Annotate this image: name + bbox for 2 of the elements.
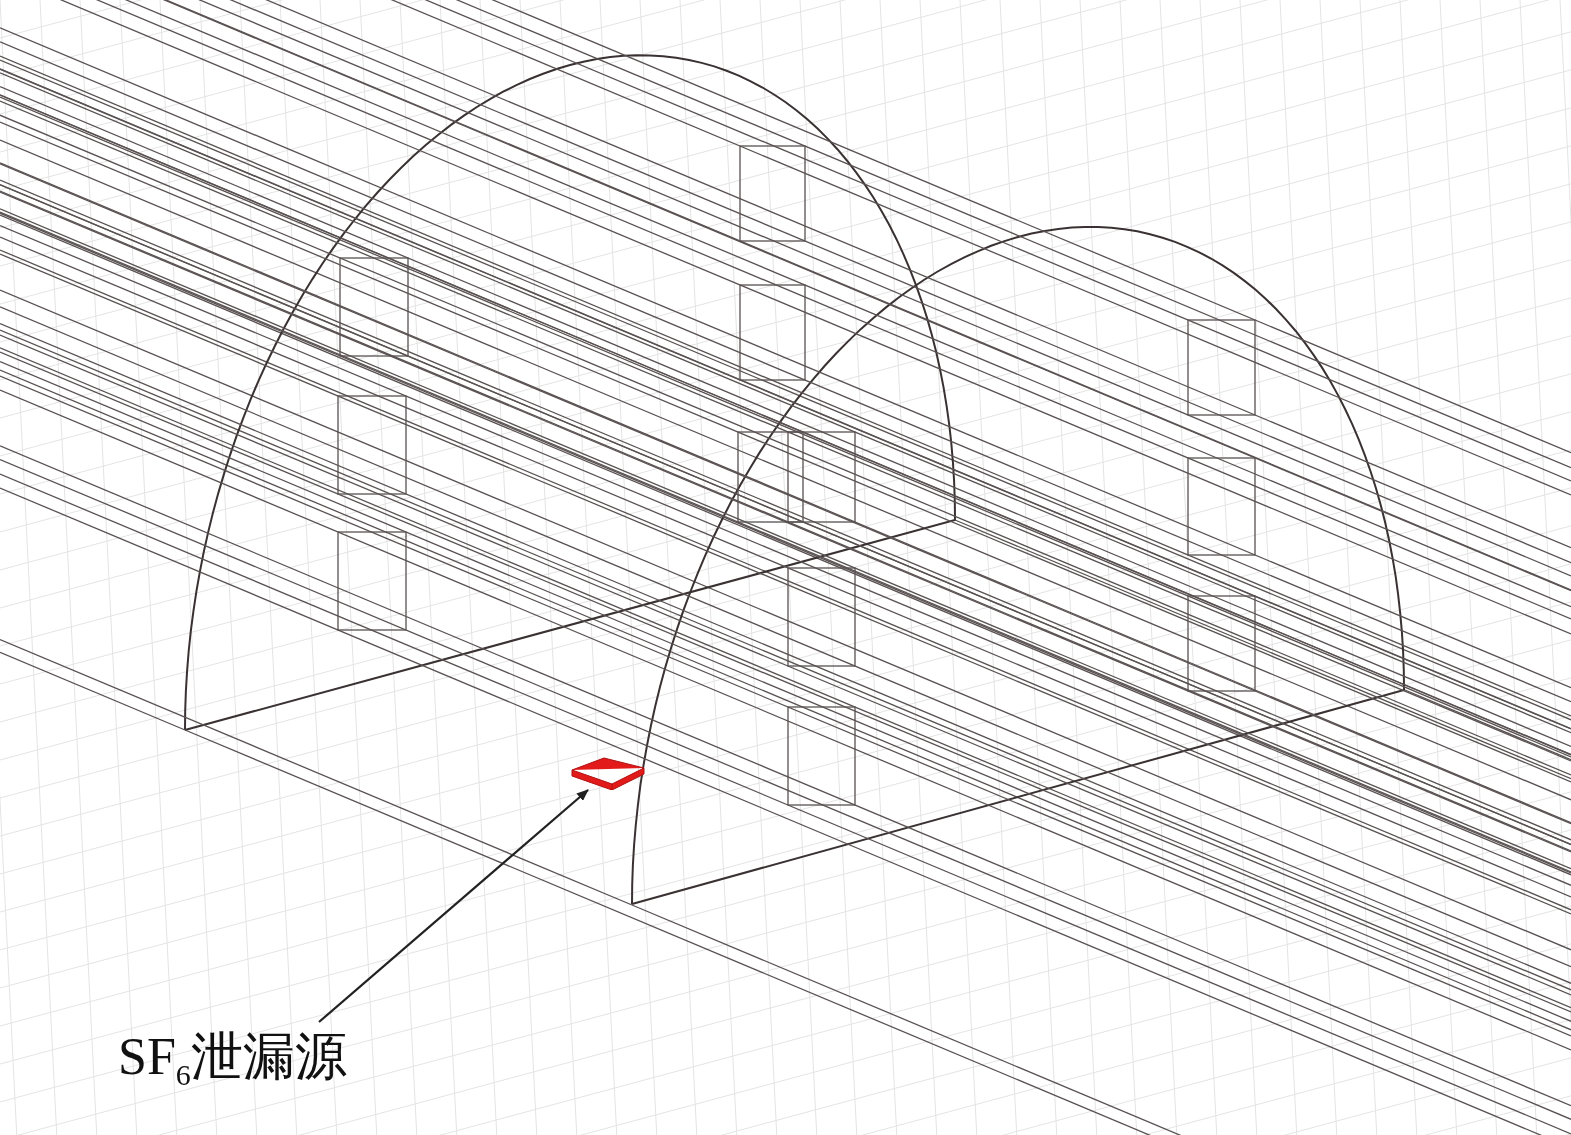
leader-arrow: [318, 789, 589, 1023]
leak-source-label: SF$_{6}$泄漏源: [118, 1028, 347, 1085]
